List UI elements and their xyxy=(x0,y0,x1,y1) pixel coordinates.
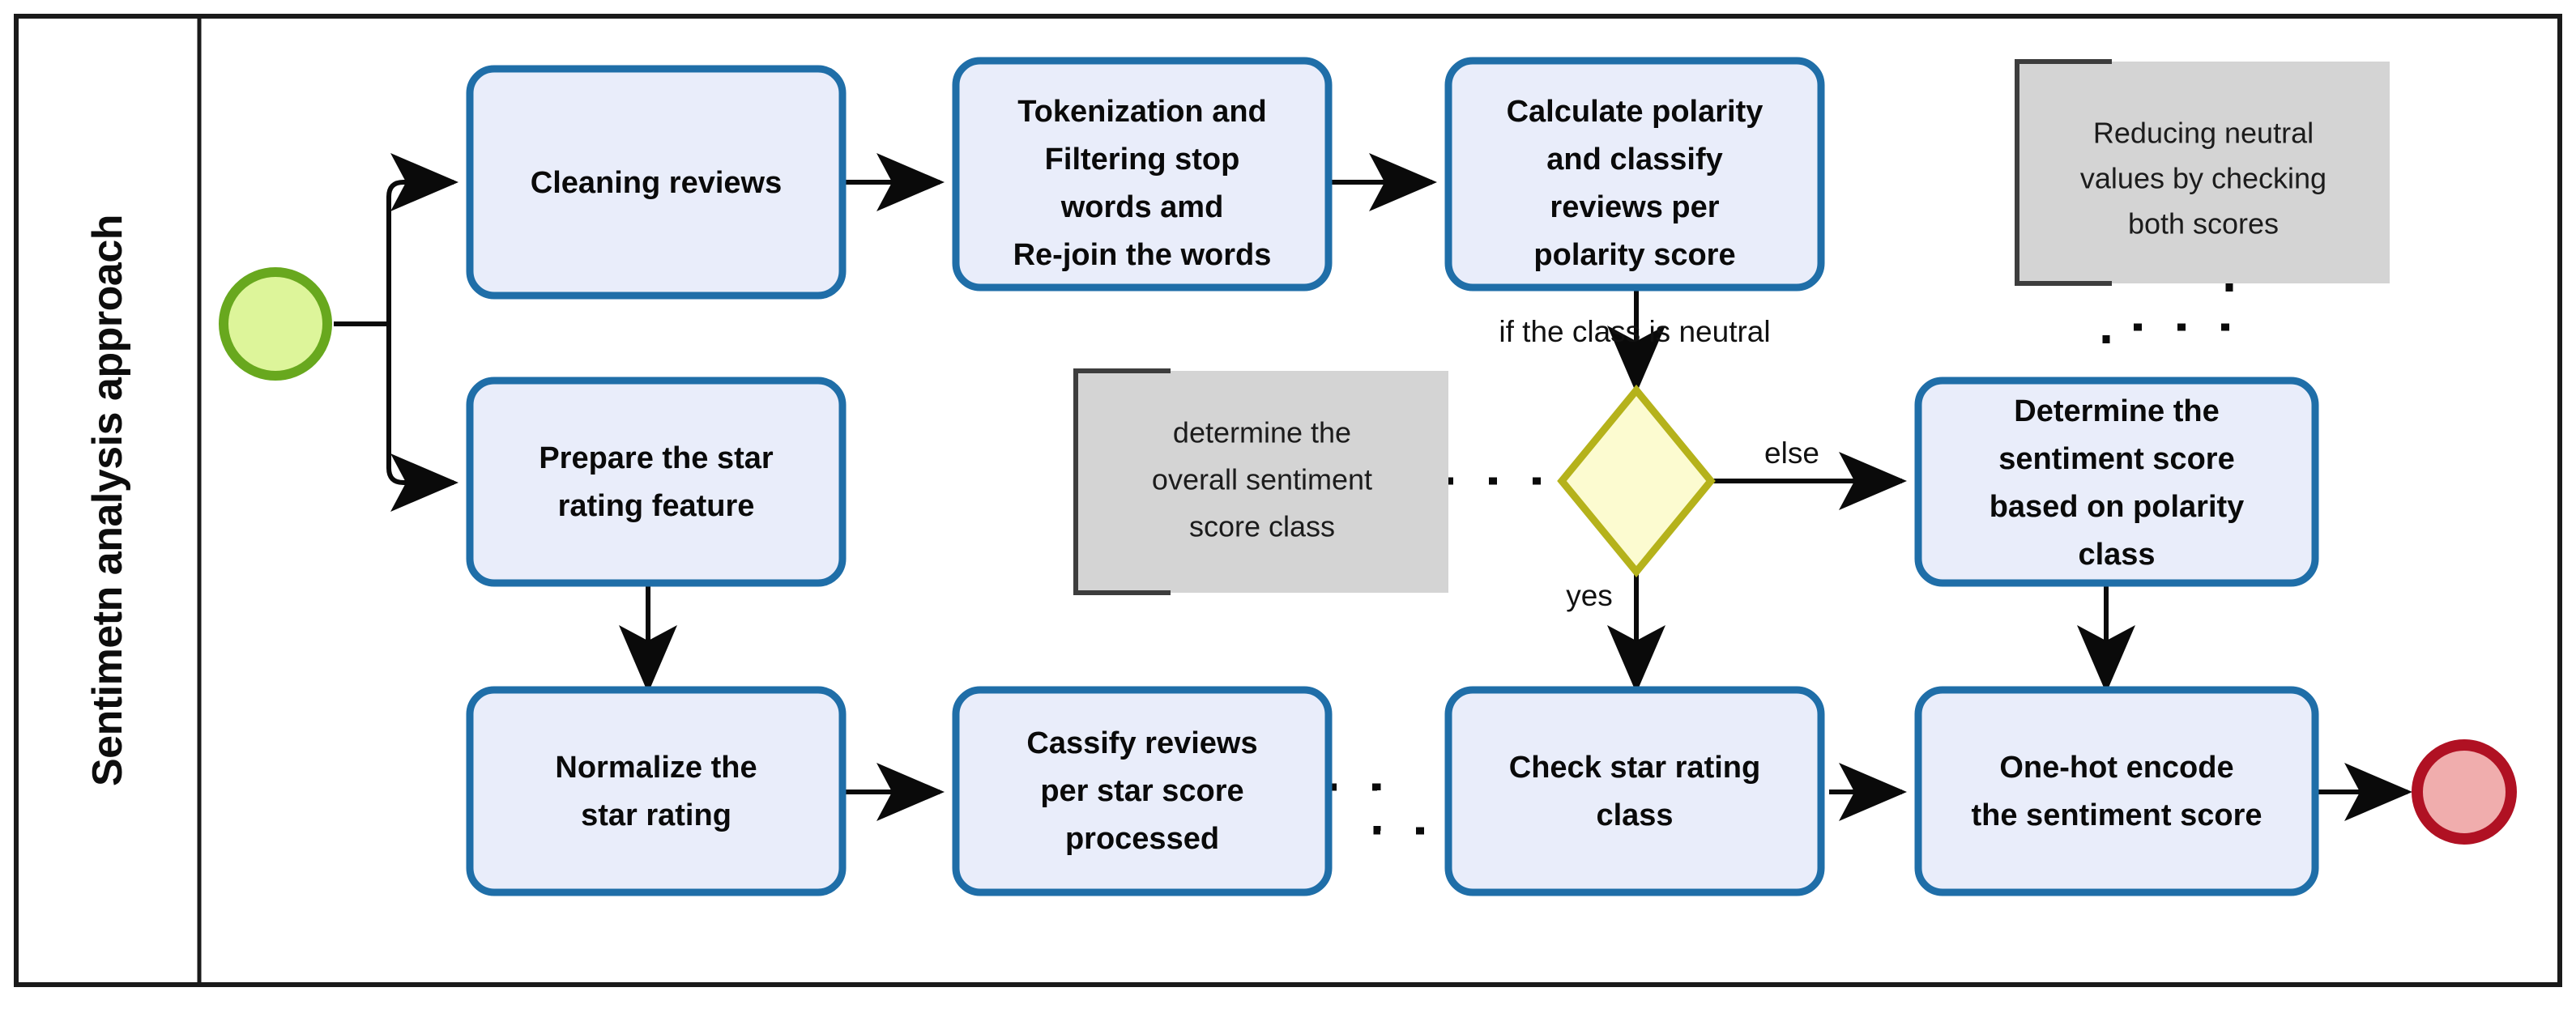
sequence-flows xyxy=(334,153,2412,835)
lane-title-text: Sentimetn analysis approach xyxy=(84,215,131,786)
note-reducing-neutral-line-1: values by checking xyxy=(2080,162,2327,195)
task-tokenization-line-1: Filtering stop xyxy=(1045,143,1240,177)
task-determine-sentiment-line-3: class xyxy=(2078,538,2155,572)
association-note-reducing-neutral xyxy=(2102,283,2233,374)
note-determine-overall-line-2: score class xyxy=(1189,510,1335,543)
flow-label-yes: yes xyxy=(1566,579,1613,612)
task-normalize-star-rating[interactable]: Normalize the star rating xyxy=(466,686,847,896)
task-check-star-rating-class-line-0: Check star rating xyxy=(1509,751,1760,785)
task-normalize-star-rating-line-1: star rating xyxy=(581,798,731,832)
task-one-hot-encode-line-0: One-hot encode xyxy=(1999,751,2233,785)
flow-labels: if the class is neutral yes else xyxy=(1499,315,1819,612)
task-cleaning-reviews[interactable]: Cleaning reviews xyxy=(466,65,847,300)
task-prepare-star-rating[interactable]: Prepare the star rating feature xyxy=(466,377,847,587)
task-one-hot-encode-line-1: the sentiment score xyxy=(1972,798,2263,832)
task-calculate-polarity-line-1: and classify xyxy=(1546,143,1723,177)
lane-title: Sentimetn analysis approach xyxy=(84,215,131,786)
association-classify-to-check xyxy=(1329,783,1432,835)
task-classify-star-score-line-0: Cassify reviews xyxy=(1026,726,1257,760)
task-tokenization[interactable]: Tokenization and Filtering stop words am… xyxy=(952,57,1333,292)
note-reducing-neutral-line-2: both scores xyxy=(2128,207,2279,240)
task-calculate-polarity-line-2: reviews per xyxy=(1550,190,1719,224)
note-reducing-neutral: Reducing neutral values by checking both… xyxy=(2015,59,2390,286)
gateway-neutral-check[interactable] xyxy=(1557,384,1716,578)
note-determine-overall-line-0: determine the xyxy=(1173,416,1351,449)
task-calculate-polarity-line-3: polarity score xyxy=(1533,238,1735,272)
task-tokenization-line-3: Re-join the words xyxy=(1013,238,1272,272)
task-tokenization-line-0: Tokenization and xyxy=(1017,95,1267,129)
task-calculate-polarity[interactable]: Calculate polarity and classify reviews … xyxy=(1444,57,1825,292)
note-reducing-neutral-line-0: Reducing neutral xyxy=(2093,117,2314,150)
task-prepare-star-rating-line-0: Prepare the star xyxy=(539,441,774,475)
flow-split-down xyxy=(386,324,458,512)
task-determine-sentiment-line-2: based on polarity xyxy=(1990,490,2245,524)
task-normalize-star-rating-line-0: Normalize the xyxy=(555,751,757,785)
task-cleaning-reviews-line-0: Cleaning reviews xyxy=(531,166,782,200)
note-determine-overall: determine the overall sentiment score cl… xyxy=(1073,368,1448,595)
task-calculate-polarity-line-0: Calculate polarity xyxy=(1507,95,1764,129)
task-classify-star-score-line-2: processed xyxy=(1065,822,1219,856)
task-one-hot-encode[interactable]: One-hot encode the sentiment score xyxy=(1914,686,2319,896)
flow-label-if-neutral: if the class is neutral xyxy=(1499,315,1770,348)
task-check-star-rating-class[interactable]: Check star rating class xyxy=(1444,686,1825,896)
task-check-star-rating-class-line-1: class xyxy=(1596,798,1673,832)
task-prepare-star-rating-line-1: rating feature xyxy=(558,489,755,523)
task-classify-star-score[interactable]: Cassify reviews per star score processed xyxy=(952,686,1333,896)
note-determine-overall-line-1: overall sentiment xyxy=(1152,463,1372,496)
task-determine-sentiment-line-0: Determine the xyxy=(2014,394,2219,428)
task-tokenization-line-2: words amd xyxy=(1060,190,1224,224)
task-classify-star-score-line-1: per star score xyxy=(1040,774,1243,808)
start-event[interactable] xyxy=(219,267,332,381)
task-determine-sentiment[interactable]: Determine the sentiment score based on p… xyxy=(1914,377,2319,587)
task-determine-sentiment-line-1: sentiment score xyxy=(1998,442,2234,476)
flow-split-up xyxy=(386,153,458,324)
end-event[interactable] xyxy=(2412,739,2517,845)
flow-label-else: else xyxy=(1764,436,1819,470)
pool-frame xyxy=(14,14,2562,987)
